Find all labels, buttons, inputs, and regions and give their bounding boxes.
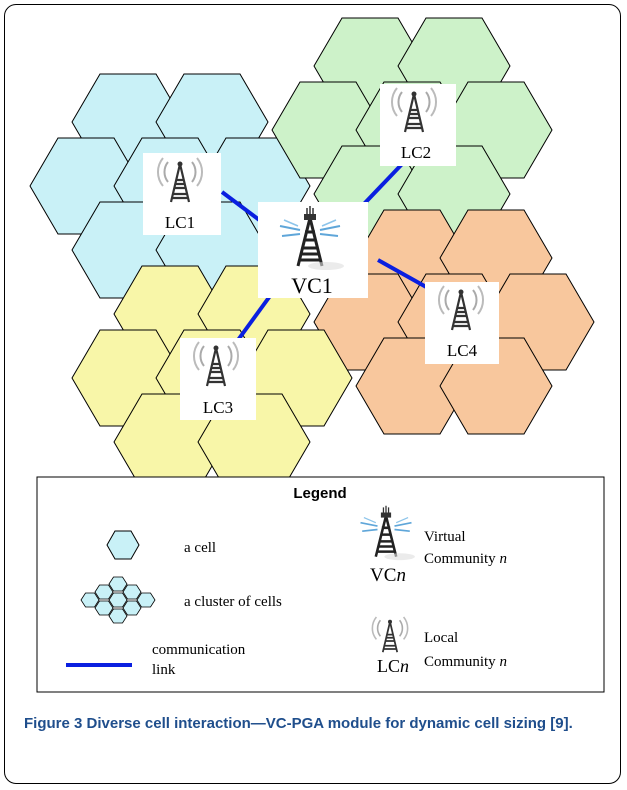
caption-text: Diverse cell interaction—VC-PGA module f… <box>86 715 573 732</box>
figure-caption: Figure 3 Diverse cell interaction—VC-PGA… <box>24 713 604 734</box>
legend-local-label-2: Community n <box>424 654 507 670</box>
legend-cluster-icon <box>80 576 156 624</box>
tower-lc4: LC4 <box>425 282 499 364</box>
vc1-label: VC1 <box>291 273 333 298</box>
legend-cluster-cell <box>122 600 142 616</box>
legend-cluster-cell <box>108 608 128 624</box>
caption-figure-number: Figure 3 <box>24 715 83 732</box>
tower-lc2: LC2 <box>380 84 456 166</box>
legend-lc-label: LCn <box>377 656 409 676</box>
legend-title: Legend <box>293 485 346 502</box>
legend-cluster-label: a cluster of cells <box>184 594 282 610</box>
legend-link-label-1: communication <box>152 642 246 658</box>
legend-vc-label: VCn <box>370 565 406 586</box>
link-vc1-lc3 <box>236 294 272 342</box>
legend-cluster-cell <box>80 592 100 608</box>
legend-cluster-cell <box>94 584 114 600</box>
legend-cluster-cell <box>122 584 142 600</box>
lc3-label: LC3 <box>203 398 233 417</box>
legend-cell-icon <box>106 530 140 560</box>
legend: Legend a cell a cluster of cells communi… <box>36 476 605 693</box>
legend-virtual-label-2: Community n <box>424 551 507 567</box>
legend-cell-label: a cell <box>184 540 216 556</box>
legend-cluster-cell <box>108 592 128 608</box>
legend-local-label-1: Local <box>424 630 458 646</box>
legend-virtual-label-1: Virtual <box>424 529 466 545</box>
link-vc1-lc4 <box>377 258 429 290</box>
figure-frame <box>4 4 621 784</box>
link-vc1-lc2 <box>360 160 406 208</box>
legend-cluster-cell <box>136 592 156 608</box>
link-vc1-lc1 <box>220 190 264 224</box>
legend-cluster-cell <box>94 600 114 616</box>
lc2-label: LC2 <box>401 143 431 162</box>
tower-lc1: LC1 <box>143 153 221 235</box>
communication-links <box>220 160 429 342</box>
legend-link-label-2: link <box>152 662 176 678</box>
legend-cluster-cell <box>108 576 128 592</box>
tower-vc1: VC1 <box>258 202 368 298</box>
lc1-label: LC1 <box>165 213 195 232</box>
tower-lc3: LC3 <box>180 338 256 420</box>
legend-box <box>36 476 605 693</box>
lc4-label: LC4 <box>447 341 478 360</box>
